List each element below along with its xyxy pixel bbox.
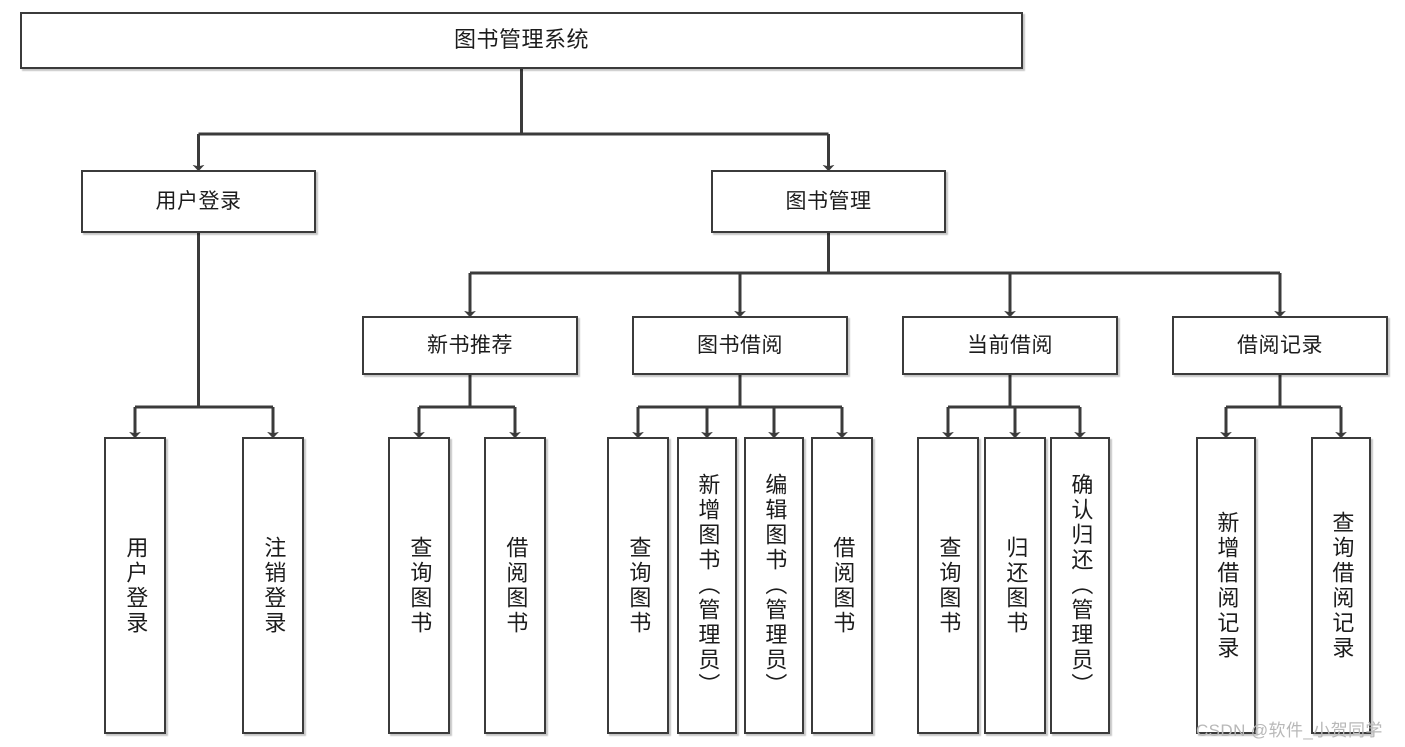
node-label: 用户登录	[123, 535, 149, 636]
node-leaf-borrow-book-1[interactable]: 借阅图书	[484, 437, 546, 734]
node-leaf-edit-book[interactable]: 编辑图书（管理员）	[744, 437, 804, 734]
node-leaf-query-book-2[interactable]: 查询图书	[607, 437, 669, 734]
node-label: 查询借阅记录	[1329, 510, 1355, 661]
node-leaf-user-login[interactable]: 用户登录	[104, 437, 166, 734]
node-label: 图书管理系统	[453, 27, 589, 53]
node-label: 查询图书	[626, 535, 652, 636]
node-label: 用户登录	[155, 189, 242, 213]
node-label: 确认归还（管理员）	[1068, 473, 1094, 698]
node-new-book-rec[interactable]: 新书推荐	[362, 316, 578, 375]
node-book-borrow[interactable]: 图书借阅	[632, 316, 848, 375]
node-leaf-add-record[interactable]: 新增借阅记录	[1196, 437, 1256, 734]
node-label: 当前借阅	[967, 333, 1053, 357]
node-book-manage[interactable]: 图书管理	[711, 170, 946, 233]
node-leaf-logout[interactable]: 注销登录	[242, 437, 304, 734]
node-user-login[interactable]: 用户登录	[81, 170, 316, 233]
node-label: 新增借阅记录	[1214, 510, 1240, 661]
node-label: 图书借阅	[697, 333, 783, 357]
node-current-borrow[interactable]: 当前借阅	[902, 316, 1118, 375]
node-root[interactable]: 图书管理系统	[20, 12, 1023, 69]
node-borrow-record[interactable]: 借阅记录	[1172, 316, 1388, 375]
node-leaf-query-book-1[interactable]: 查询图书	[388, 437, 450, 734]
node-label: 查询图书	[407, 535, 433, 636]
node-leaf-query-book-3[interactable]: 查询图书	[917, 437, 979, 734]
node-label: 编辑图书（管理员）	[762, 473, 788, 698]
node-leaf-add-book[interactable]: 新增图书（管理员）	[677, 437, 737, 734]
node-label: 借阅图书	[830, 535, 856, 636]
node-label: 归还图书	[1003, 535, 1029, 636]
node-leaf-return-book[interactable]: 归还图书	[984, 437, 1046, 734]
node-label: 图书管理	[785, 189, 872, 213]
node-label: 借阅记录	[1237, 333, 1323, 357]
node-label: 新书推荐	[427, 333, 513, 357]
tree-edges	[129, 69, 1347, 439]
node-label: 借阅图书	[503, 535, 529, 636]
node-leaf-confirm-return[interactable]: 确认归还（管理员）	[1050, 437, 1110, 734]
node-label: 注销登录	[261, 535, 287, 636]
node-label: 查询图书	[936, 535, 962, 636]
node-leaf-borrow-book-2[interactable]: 借阅图书	[811, 437, 873, 734]
node-leaf-query-record[interactable]: 查询借阅记录	[1311, 437, 1371, 734]
node-label: 新增图书（管理员）	[695, 473, 721, 698]
